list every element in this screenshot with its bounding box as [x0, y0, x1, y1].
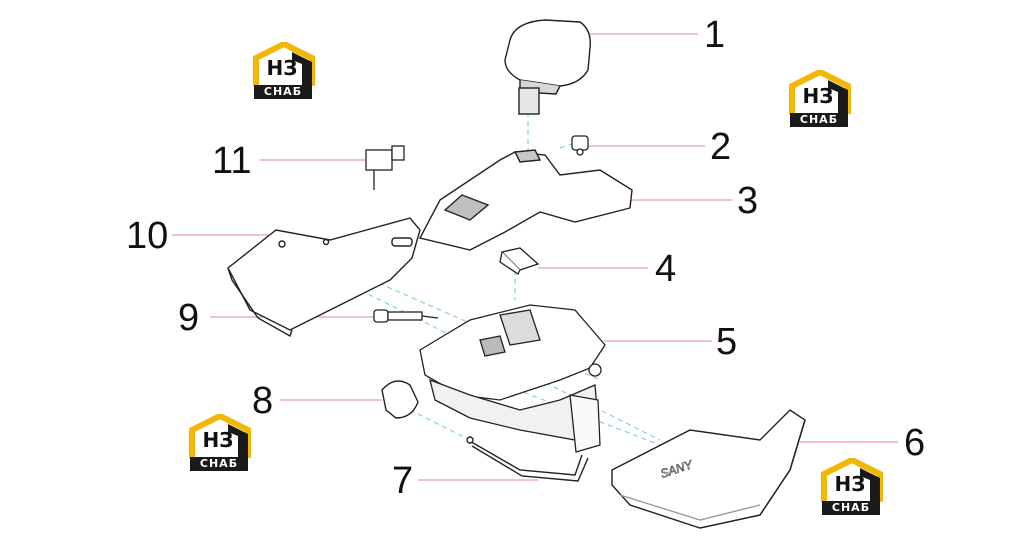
part-5-mechanism-housing [419, 304, 606, 453]
watermark-letters: НЗ [802, 84, 834, 108]
part-8-grommet [381, 380, 419, 419]
part-10-side-panel [227, 217, 421, 338]
part-2-knob [571, 135, 589, 156]
callout-7: 7 [392, 460, 414, 502]
callout-4: 4 [655, 248, 677, 290]
part-1-grip-handle [504, 19, 591, 115]
part-4-bracket [499, 247, 540, 275]
watermark-band: СНАБ [254, 85, 312, 99]
part-11-clip [365, 145, 405, 190]
watermark-house-icon [789, 68, 851, 114]
callout-11: 11 [212, 140, 252, 182]
watermark-band: СНАБ [790, 113, 848, 127]
callout-8: 8 [252, 380, 274, 422]
watermark-band: СНАБ [822, 501, 880, 515]
watermark-logo: НЗ СНАБ [788, 68, 852, 130]
callout-3: 3 [737, 180, 759, 222]
watermark-logo: НЗ СНАБ [820, 456, 884, 518]
watermark-house-icon [189, 412, 251, 458]
callout-6: 6 [904, 422, 926, 464]
watermark-logo: НЗ СНАБ [252, 40, 316, 102]
watermark-band: СНАБ [190, 457, 248, 471]
watermark-logo: НЗ СНАБ [188, 412, 252, 474]
watermark-house-icon [821, 456, 883, 502]
part-9-gas-strut [373, 309, 439, 323]
part-6-lower-cover [611, 409, 806, 529]
callout-5: 5 [716, 321, 738, 363]
watermark-letters: НЗ [834, 472, 866, 496]
part-7-bent-rod [466, 436, 589, 482]
callout-1: 1 [704, 14, 726, 56]
callout-9: 9 [178, 297, 200, 339]
watermark-letters: НЗ [266, 56, 298, 80]
watermark-house-icon [253, 40, 315, 86]
callout-2: 2 [710, 126, 732, 168]
callout-10: 10 [126, 215, 169, 257]
watermark-letters: НЗ [202, 428, 234, 452]
part-3-upper-cover [418, 149, 633, 251]
